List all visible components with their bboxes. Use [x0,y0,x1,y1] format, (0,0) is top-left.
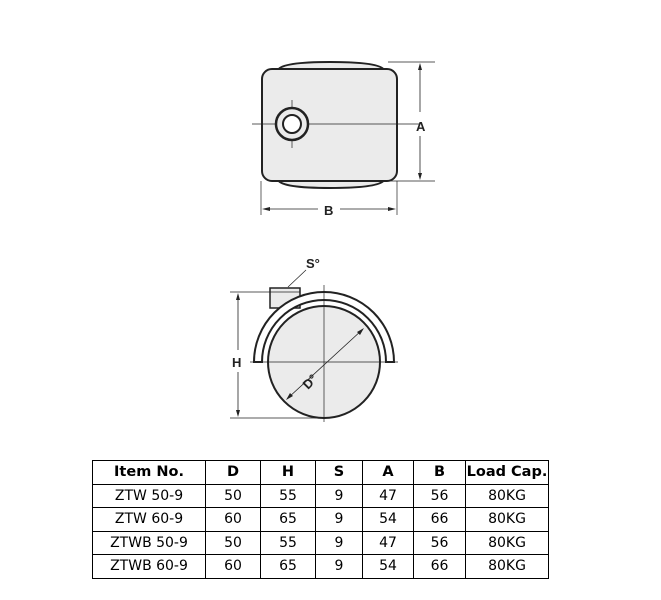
cell: 80KG [465,483,549,508]
cell: 66 [413,554,466,579]
dimension-label-b: B [324,203,333,218]
cell: 80KG [465,507,549,532]
cell: 66 [413,507,466,532]
cell: 56 [413,483,466,508]
caster-drawing: A B S° H D° [230,60,435,422]
cell: 50 [205,530,261,555]
side-view [230,269,398,422]
cell: 60 [205,554,261,579]
cell: 65 [260,554,316,579]
dimension-label-a: A [416,119,426,134]
cell: 54 [362,507,414,532]
header-s: S [315,460,363,485]
cell: 60 [205,507,261,532]
cell: 55 [260,483,316,508]
header-a: A [362,460,414,485]
table-header-row: Item No. D H S A B Load Cap. [92,460,549,485]
header-h: H [260,460,316,485]
header-b: B [413,460,466,485]
header-load-cap: Load Cap. [465,460,549,485]
cell: 9 [315,530,363,555]
dimension-label-s: S° [306,256,320,271]
cell: 56 [413,530,466,555]
cell: 80KG [465,554,549,579]
cell: ZTW 50-9 [92,483,206,508]
cell: 80KG [465,530,549,555]
cell: 9 [315,483,363,508]
cell: 47 [362,483,414,508]
cell: 54 [362,554,414,579]
cell: 65 [260,507,316,532]
top-view [252,60,435,215]
cell: ZTW 60-9 [92,507,206,532]
cell: 50 [205,483,261,508]
cell: ZTWB 50-9 [92,530,206,555]
cell: 55 [260,530,316,555]
cell: 9 [315,507,363,532]
dimension-label-h: H [232,355,241,370]
cell: 47 [362,530,414,555]
cell: 9 [315,554,363,579]
header-item-no: Item No. [92,460,206,485]
cell: ZTWB 60-9 [92,554,206,579]
header-d: D [205,460,261,485]
